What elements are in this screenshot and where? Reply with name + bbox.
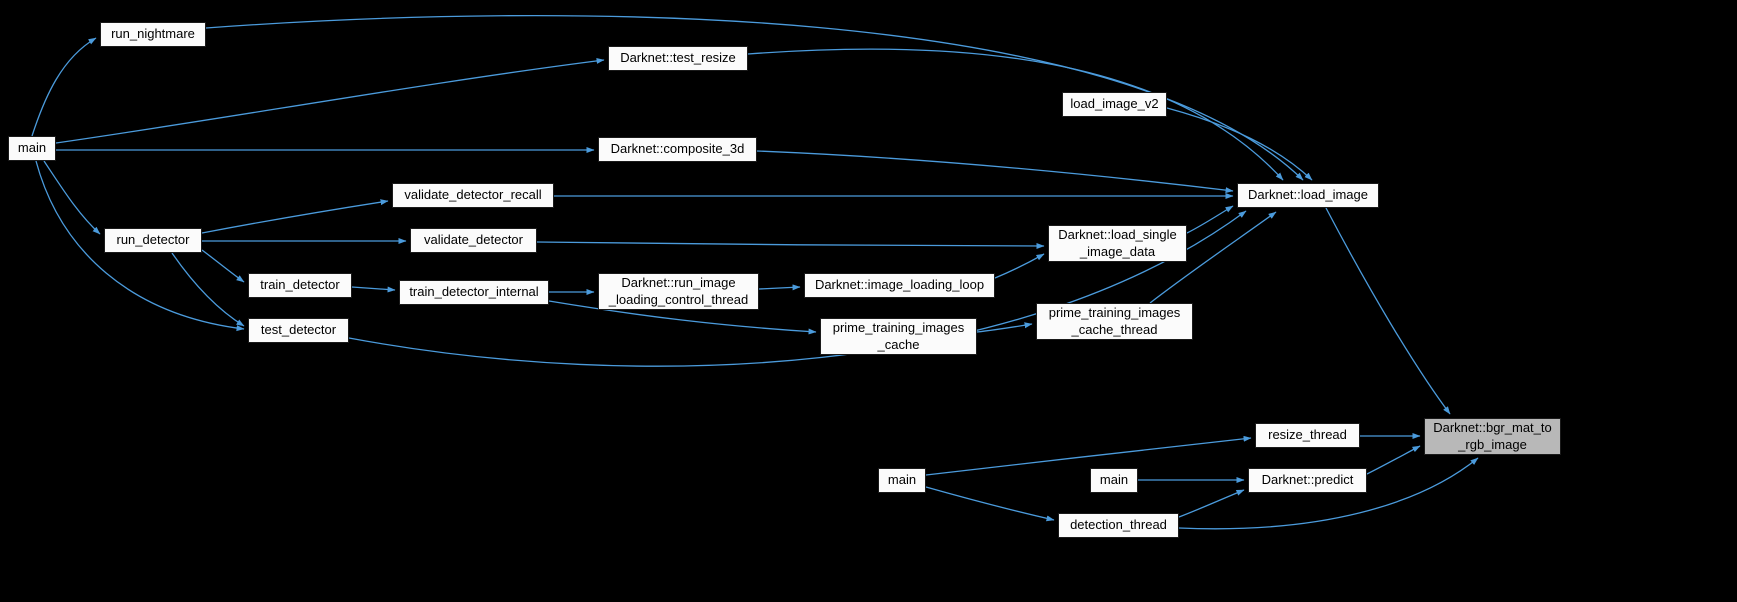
edge-composite-3d-to-load-image (756, 150, 1234, 194)
node-load-image[interactable]: Darknet::load_image (1237, 183, 1379, 208)
edge-image-loading-loop-to-load-single-image-data (994, 253, 1045, 279)
node-prime-training-images-cache[interactable]: prime_training_images _cache (820, 318, 977, 355)
edge-main2-to-resize-thread (925, 435, 1252, 476)
edge-main-to-test-resize (55, 57, 605, 144)
edge-load-single-image-data-to-load-image (1186, 205, 1234, 234)
node-image-loading-loop[interactable]: Darknet::image_loading_loop (804, 273, 995, 298)
node-test-detector[interactable]: test_detector (248, 318, 349, 343)
node-load-single-image-data[interactable]: Darknet::load_single _image_data (1048, 225, 1187, 262)
node-run-image-loading-control-thread[interactable]: Darknet::run_image _loading_control_thre… (598, 273, 759, 310)
edge-test-resize-to-load-image (747, 48, 1284, 181)
edge-run-detector-to-validate-detector-recall (201, 199, 389, 234)
edge-train-detector-to-train-detector-internal (351, 286, 396, 293)
edge-train-detector-internal-to-prime-training-images-cache (548, 300, 817, 335)
node-train-detector-internal[interactable]: train_detector_internal (399, 280, 549, 305)
edge-predict-to-bgr-mat-to-rgb-image (1366, 445, 1421, 475)
node-prime-training-images-cache-thread[interactable]: prime_training_images _cache_thread (1036, 303, 1193, 340)
node-test-resize[interactable]: Darknet::test_resize (608, 46, 748, 71)
node-bgr-mat-to-rgb-image[interactable]: Darknet::bgr_mat_to _rgb_image (1424, 418, 1561, 455)
node-detection-thread[interactable]: detection_thread (1058, 513, 1179, 538)
node-validate-detector-recall[interactable]: validate_detector_recall (392, 183, 554, 208)
node-main-2[interactable]: main (878, 468, 926, 493)
edge-main-to-run-nightmare (31, 37, 97, 137)
edge-main-to-test-detector (35, 160, 245, 332)
node-run-nightmare[interactable]: run_nightmare (100, 22, 206, 47)
node-main[interactable]: main (8, 136, 56, 161)
edge-run-nightmare-to-load-image (205, 14, 1304, 181)
edge-main-to-run-detector (43, 160, 101, 235)
edge-test-detector-to-load-image (348, 210, 1247, 367)
node-train-detector[interactable]: train_detector (248, 273, 352, 298)
node-validate-detector[interactable]: validate_detector (410, 228, 537, 253)
node-main-3[interactable]: main (1090, 468, 1138, 493)
node-load-image-v2[interactable]: load_image_v2 (1062, 92, 1167, 117)
edge-validate-detector-to-load-single-image-data (536, 241, 1045, 249)
edge-prime-training-images-cache-thread-to-load-image (1149, 211, 1277, 304)
node-run-detector[interactable]: run_detector (104, 228, 202, 253)
edge-prime-training-images-cache-to-prime-training-images-cache-thread (976, 322, 1033, 333)
edge-run-image-loading-control-thread-to-image-loading-loop (758, 284, 801, 291)
edge-detection-thread-to-bgr-mat-to-rgb-image (1178, 457, 1479, 530)
node-resize-thread[interactable]: resize_thread (1255, 423, 1360, 448)
edge-main2-to-detection-thread (925, 486, 1055, 522)
edge-run-detector-to-test-detector (171, 252, 245, 327)
edge-load-image-to-bgr-mat-to-rgb-image (1325, 207, 1451, 415)
edge-run-detector-to-train-detector (201, 249, 245, 283)
node-predict[interactable]: Darknet::predict (1248, 468, 1367, 493)
node-composite-3d[interactable]: Darknet::composite_3d (598, 137, 757, 162)
edge-load-image-v2-to-load-image (1166, 107, 1313, 181)
edge-detection-thread-to-predict (1178, 489, 1245, 518)
